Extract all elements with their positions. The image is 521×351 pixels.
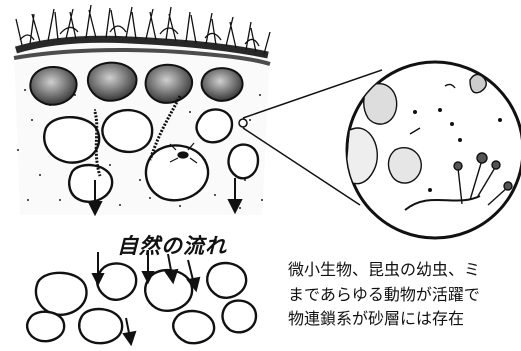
natural-flow-label: 自然の流れ — [117, 230, 227, 260]
caption-line-2: まであらゆる動物が活躍で — [288, 283, 521, 307]
caption-line-3: 物連鎖系が砂層には存在 — [288, 307, 521, 331]
caption-line-1: 微小生物、昆虫の幼虫、ミ — [288, 258, 521, 282]
magnified-microorganisms-view — [346, 62, 521, 238]
bottom-pebbles — [27, 263, 256, 343]
